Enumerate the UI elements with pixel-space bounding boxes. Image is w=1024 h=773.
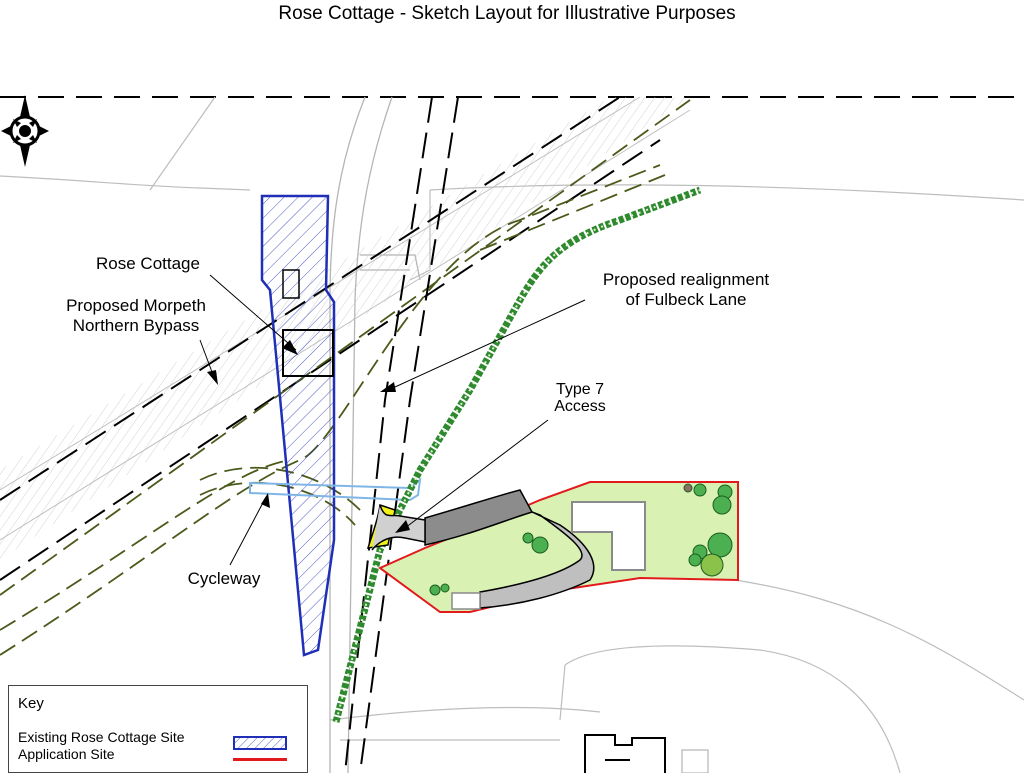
north-arrow-icon — [1, 95, 49, 167]
label-realignment-line1: Proposed realignment — [603, 270, 770, 289]
olive-dashed-lines — [0, 99, 691, 656]
existing-lane-corridor — [329, 96, 421, 773]
label-access-line1: Type 7 — [556, 381, 604, 398]
cottage-small-building — [282, 269, 300, 299]
key-application-site-label: Application Site — [18, 746, 115, 762]
leader-lines — [199, 274, 586, 566]
map-key: Key Existing Rose Cottage Site Applicati… — [8, 685, 308, 773]
hedge-line — [332, 186, 702, 723]
neighbouring-outbuilding — [681, 749, 709, 773]
leader-arrowheads — [207, 340, 410, 533]
map-title: Rose Cottage - Sketch Layout for Illustr… — [278, 3, 735, 24]
label-cycleway: Cycleway — [188, 569, 261, 588]
bypass-corridor — [0, 97, 690, 560]
trees — [429, 483, 733, 596]
label-access-line2: Access — [554, 398, 606, 415]
garage — [451, 592, 481, 610]
key-existing-site-label: Existing Rose Cottage Site — [18, 729, 185, 745]
cottage-building — [282, 329, 334, 377]
key-title: Key — [18, 695, 44, 712]
existing-site-boundary — [260, 194, 336, 657]
key-existing-site-swatch — [233, 736, 287, 750]
access-road — [371, 504, 426, 551]
turning-area — [479, 511, 595, 609]
driveway — [424, 489, 534, 546]
proposed-dwelling — [571, 501, 646, 571]
neighbouring-buildings — [584, 734, 666, 773]
label-bypass-line1: Proposed Morpeth — [66, 296, 206, 315]
label-realignment-line2: of Fulbeck Lane — [626, 290, 747, 309]
key-application-site-swatch — [233, 758, 287, 761]
realignment-dashed-lines — [344, 96, 459, 773]
label-rose-cottage: Rose Cottage — [96, 254, 200, 273]
label-bypass-line2: Northern Bypass — [73, 316, 200, 335]
